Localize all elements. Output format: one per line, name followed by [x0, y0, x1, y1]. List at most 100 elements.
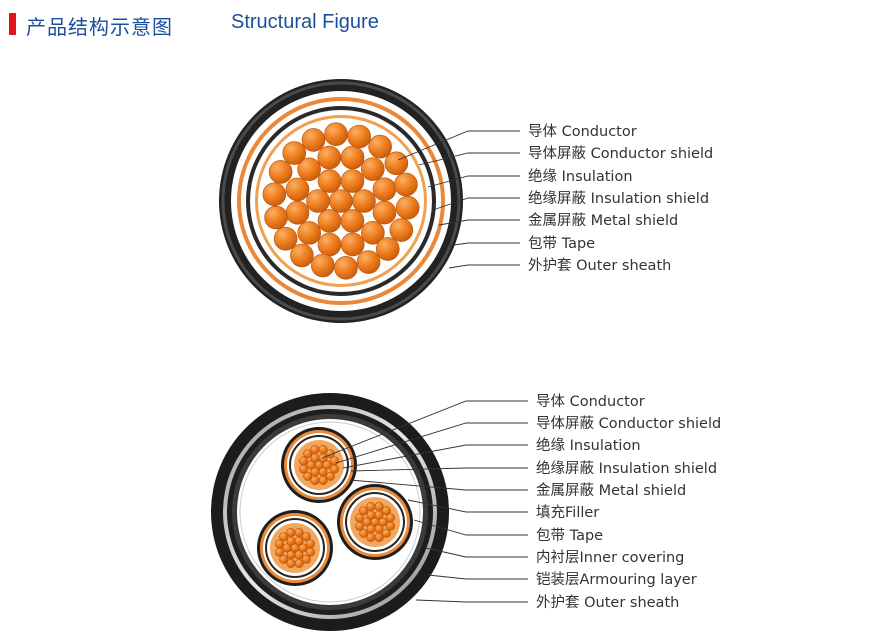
conductor-strand: [310, 445, 320, 455]
conductor-strand: [318, 445, 328, 455]
leader-line: [397, 130, 520, 161]
conductor-strand: [286, 528, 296, 538]
conductor-strand: [324, 122, 348, 146]
conductor-strand: [359, 528, 369, 538]
conductor-strand: [352, 189, 376, 213]
conductor-strand: [294, 528, 304, 538]
label-insulation-shield: 绝缘屏蔽 Insulation shield: [536, 460, 717, 477]
leader-line: [446, 242, 520, 247]
conductor-strand: [389, 218, 414, 242]
conductor-strand: [286, 536, 296, 546]
conductor-strand: [340, 169, 365, 193]
conductor-strand: [374, 502, 384, 512]
page-title-en: Structural Figure: [231, 11, 379, 33]
conductor-strand: [282, 141, 307, 165]
conductor-strand: [355, 521, 365, 531]
leader-line: [407, 499, 528, 513]
conductor-strand: [394, 172, 418, 197]
conductor-strand: [285, 200, 310, 225]
label-conductor-shield: 导体屏蔽 Conductor shield: [528, 145, 713, 162]
label-conductor: 导体 Conductor: [536, 393, 645, 410]
conductor-strand: [360, 157, 385, 181]
leader-line: [413, 519, 528, 536]
leader-line: [350, 467, 528, 472]
label-insulation: 绝缘 Insulation: [528, 168, 633, 185]
label-insulation-shield: 绝缘屏蔽 Insulation shield: [528, 190, 709, 207]
conductor-strand: [318, 467, 328, 477]
conductor-strand: [359, 506, 369, 516]
leader-line: [418, 152, 520, 166]
conductor-strand: [306, 189, 330, 213]
label-conductor-shield: 导体屏蔽 Conductor shield: [536, 415, 721, 432]
conductor-strand: [299, 456, 309, 466]
leader-line: [321, 400, 528, 459]
conductor-strand: [262, 182, 287, 207]
conductor-strand: [310, 453, 320, 463]
single-core-cable: [219, 79, 463, 323]
leader-line: [342, 444, 528, 469]
conductor-strand: [347, 124, 371, 149]
conductor-strand: [329, 456, 339, 466]
label-metal-shield: 金属屏蔽 Metal shield: [528, 212, 678, 229]
conductor-strand: [340, 209, 365, 233]
conductor-strand: [334, 256, 358, 280]
label-metal-shield: 金属屏蔽 Metal shield: [536, 482, 686, 499]
conductor-strand: [294, 550, 304, 560]
conductor-strand: [340, 145, 365, 170]
conductor-strand: [372, 177, 397, 202]
label-conductor: 导体 Conductor: [528, 123, 637, 140]
label-tape: 包带 Tape: [528, 235, 595, 252]
conductor-strand: [322, 460, 332, 470]
conductor-strand: [290, 243, 314, 268]
single-core-labels: 导体 Conductor 导体屏蔽 Conductor shield 绝缘 In…: [528, 123, 713, 274]
conductor-strand: [297, 221, 322, 245]
conductor-strand: [301, 128, 326, 152]
label-armouring-layer: 铠装层Armouring layer: [536, 571, 697, 588]
title-accent-bar: [9, 13, 16, 35]
label-outer-sheath: 外护套 Outer sheath: [528, 257, 671, 274]
conductor-strand: [325, 471, 335, 481]
leader-line: [335, 422, 528, 464]
conductor-strand: [374, 532, 384, 542]
conductor-strand: [303, 449, 313, 459]
three-core-labels: 导体 Conductor 导体屏蔽 Conductor shield 绝缘 In…: [536, 393, 721, 611]
conductor-strand: [285, 177, 310, 202]
conductor-strand: [275, 539, 285, 549]
conductor-strand: [374, 510, 384, 520]
conductor-strand: [356, 250, 381, 274]
label-insulation: 绝缘 Insulation: [536, 437, 641, 454]
conductor-strand: [279, 554, 289, 564]
conductor-strand: [299, 464, 309, 474]
label-tape: 包带 Tape: [536, 527, 603, 544]
leader-line: [349, 479, 528, 491]
leader-line: [432, 197, 520, 211]
conductor-strand: [317, 169, 342, 193]
conductor-strand: [311, 253, 335, 278]
single-core-leaders: [397, 130, 520, 269]
conductor-strand: [340, 232, 365, 257]
conductor-strand: [294, 558, 304, 568]
conductor-strand: [318, 475, 328, 485]
conductor-strand: [317, 209, 342, 233]
conductor-strand: [294, 536, 304, 546]
conductor-strand: [375, 237, 400, 261]
conductor-strand: [366, 510, 376, 520]
leader-line: [415, 599, 528, 603]
conductor-strand: [275, 547, 285, 557]
conductor-strand: [362, 517, 372, 527]
conductor-strand: [372, 200, 397, 225]
conductor-strand: [279, 532, 289, 542]
conductor-strand: [317, 232, 342, 257]
conductor-strand: [368, 134, 392, 159]
filler-outline: [239, 421, 421, 603]
conductor-strand: [268, 160, 293, 184]
conductor-strand: [361, 220, 385, 245]
conductor-strand: [329, 189, 353, 213]
leader-line: [427, 574, 528, 580]
conductor-strand: [282, 543, 292, 553]
conductor-strand: [395, 195, 420, 220]
three-cores: [257, 427, 413, 586]
conductor-strand: [301, 532, 311, 542]
leader-line: [425, 547, 528, 558]
